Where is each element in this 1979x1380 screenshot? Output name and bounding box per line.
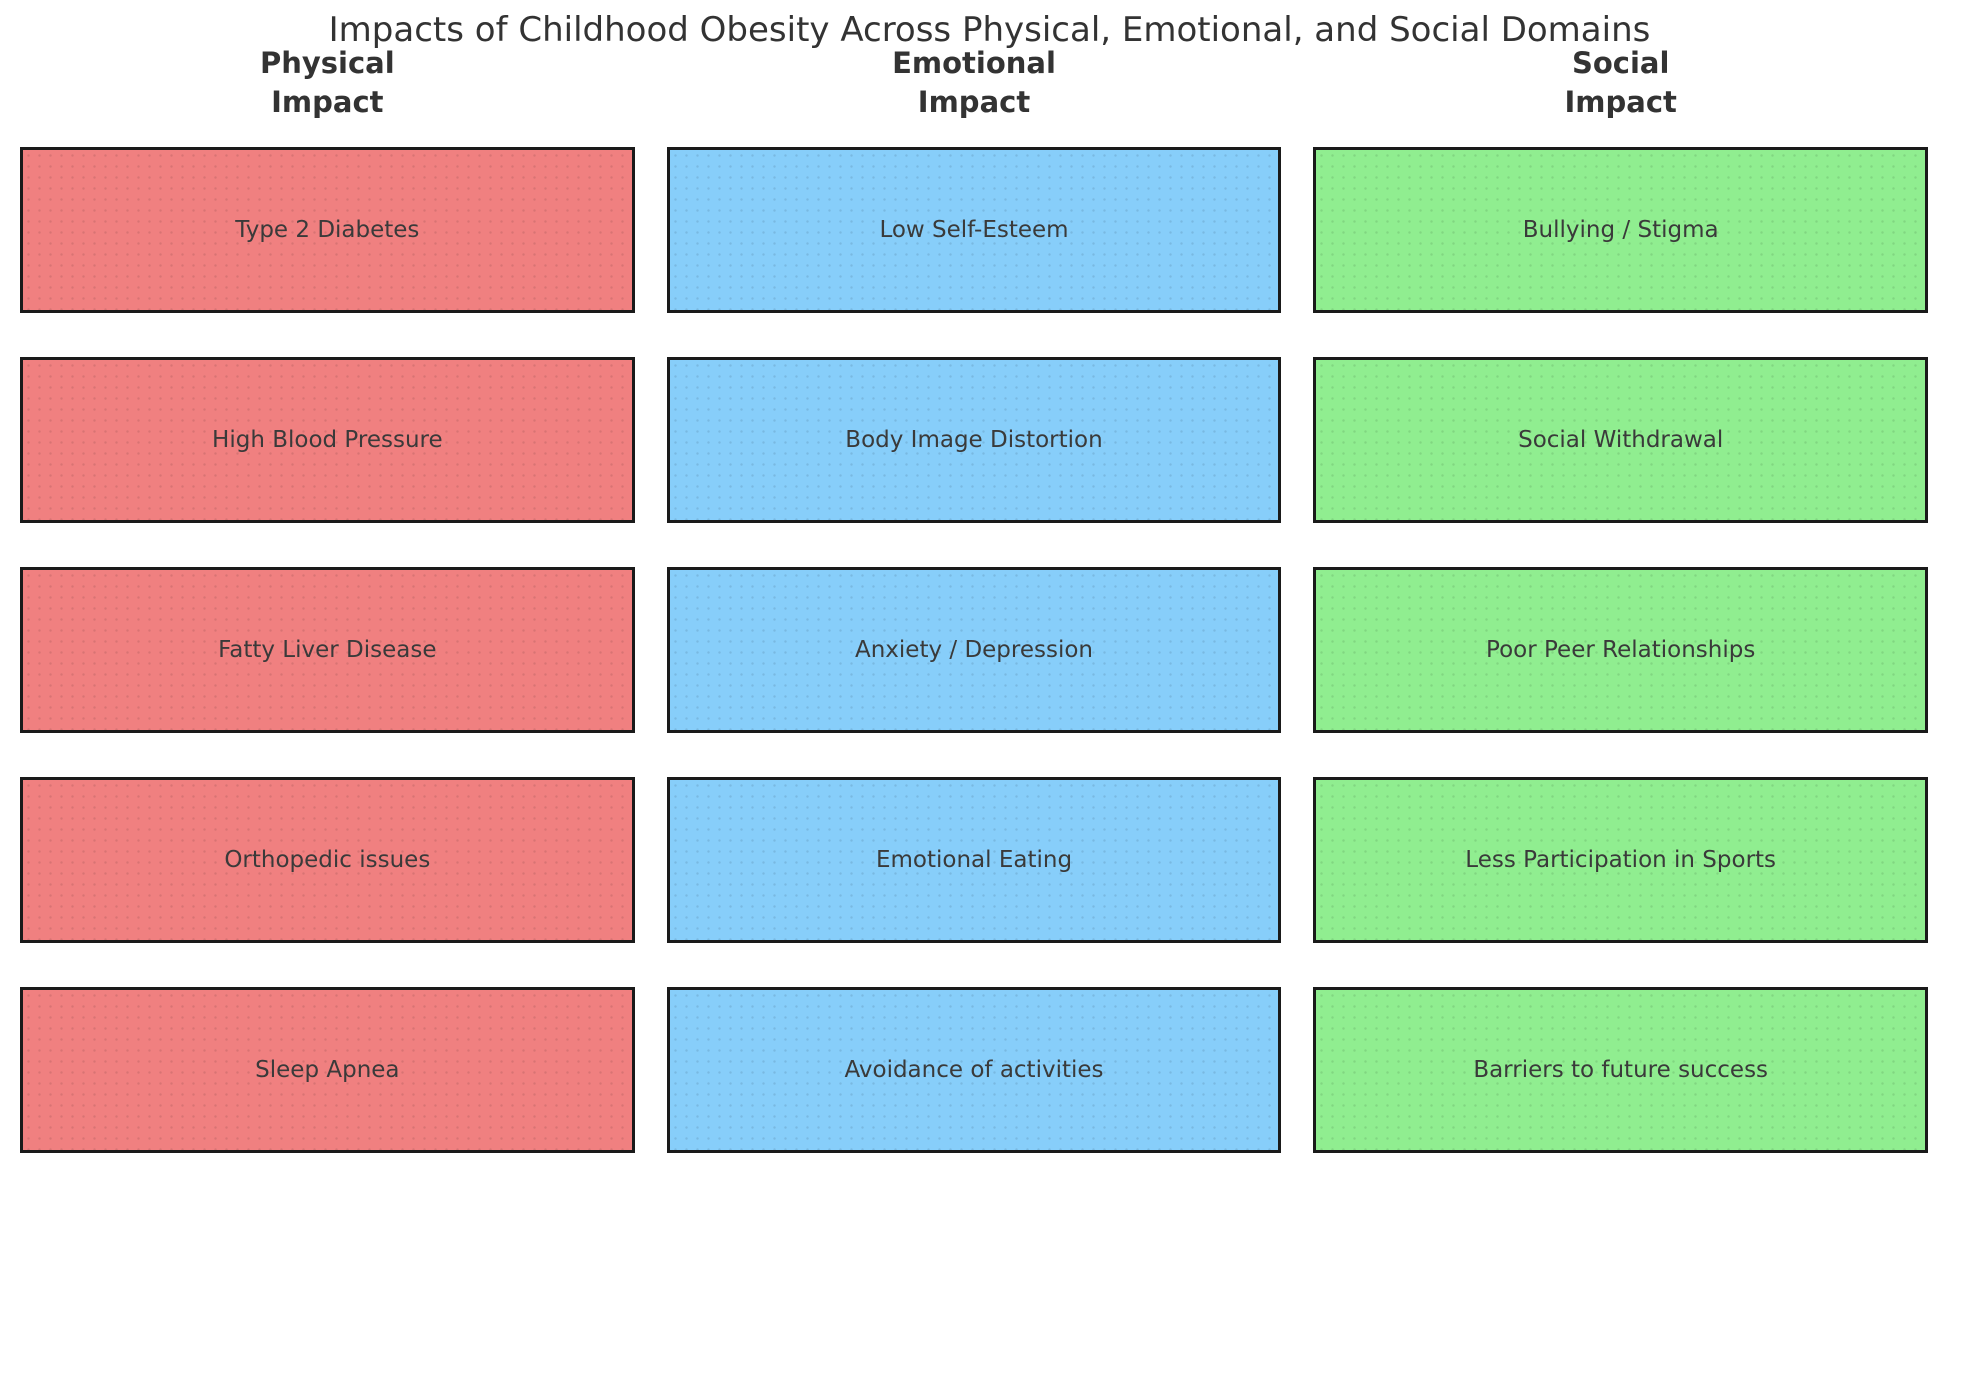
impact-box-physical-3: Fatty Liver Disease: [20, 567, 635, 733]
column-physical: Physical Impact Type 2 Diabetes High Blo…: [20, 44, 635, 1197]
column-header-physical: Physical Impact: [259, 46, 395, 120]
impact-box-emotional-1: Low Self-Esteem: [666, 147, 1282, 313]
figure-title: Impacts of Childhood Obesity Across Phys…: [328, 10, 1651, 50]
column-emotional: Emotional Impact Low Self-Esteem Body Im…: [666, 44, 1282, 1197]
impact-box-physical-1: Type 2 Diabetes: [20, 147, 635, 313]
impact-box-social-5: Barriers to future success: [1313, 987, 1929, 1153]
impact-box-physical-2: High Blood Pressure: [20, 357, 635, 523]
impact-box-physical-4: Orthopedic issues: [20, 777, 635, 943]
impact-box-social-2: Social Withdrawal: [1313, 357, 1929, 523]
impact-box-emotional-5: Avoidance of activities: [666, 987, 1282, 1153]
impact-box-social-1: Bullying / Stigma: [1313, 147, 1929, 313]
column-header-social: Social Impact: [1564, 46, 1677, 120]
impact-box-social-3: Poor Peer Relationships: [1313, 567, 1929, 733]
column-social: Social Impact Bullying / Stigma Social W…: [1313, 44, 1929, 1197]
columns-container: Physical Impact Type 2 Diabetes High Blo…: [20, 44, 1929, 1197]
impact-box-emotional-2: Body Image Distortion: [666, 357, 1282, 523]
impact-box-emotional-3: Anxiety / Depression: [666, 567, 1282, 733]
column-header-emotional: Emotional Impact: [892, 46, 1056, 120]
impact-box-physical-5: Sleep Apnea: [20, 987, 635, 1153]
impact-box-social-4: Less Participation in Sports: [1313, 777, 1929, 943]
impact-box-emotional-4: Emotional Eating: [666, 777, 1282, 943]
